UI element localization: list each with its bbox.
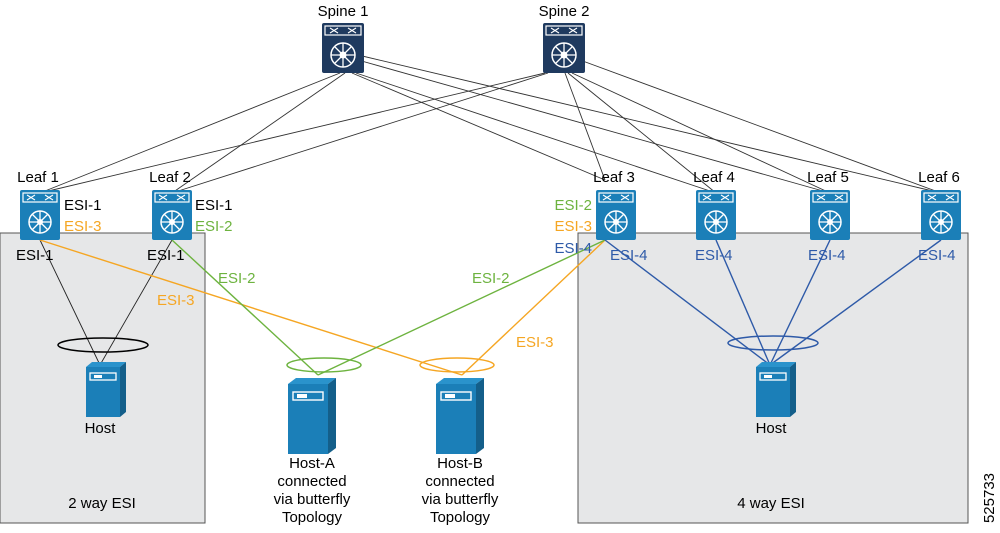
right-lag-ellipse bbox=[727, 335, 819, 351]
leaf3-esi-b: ESI-3 bbox=[554, 218, 592, 235]
figure-id: 525733 bbox=[981, 473, 998, 523]
panel-left-caption: 2 way ESI bbox=[68, 495, 136, 512]
spine-1-label: Spine 1 bbox=[318, 3, 369, 20]
right-host-label: Host bbox=[756, 420, 788, 437]
host-a-lag-ellipse bbox=[286, 357, 362, 373]
spine-2[interactable] bbox=[542, 22, 586, 74]
butterfly-links bbox=[39, 239, 606, 376]
leaf-4-label: Leaf 4 bbox=[693, 169, 735, 186]
link-esi3-right-label: ESI-3 bbox=[516, 334, 554, 351]
leaf-2-label: Leaf 2 bbox=[149, 169, 191, 186]
link-esi3-left-label: ESI-3 bbox=[157, 292, 195, 309]
leaf-6[interactable] bbox=[920, 189, 962, 241]
leaf1-esi-top: ESI-1 bbox=[64, 197, 102, 214]
leaf-2[interactable] bbox=[151, 189, 193, 241]
host-b-label-2: connected bbox=[425, 473, 494, 490]
left-host-links bbox=[39, 239, 173, 366]
leaf2-esi-mid: ESI-2 bbox=[195, 218, 233, 235]
leaf-5-label: Leaf 5 bbox=[807, 169, 849, 186]
host-b-lag-ellipse bbox=[419, 357, 495, 373]
spine-2-label: Spine 2 bbox=[539, 3, 590, 20]
left-host-label: Host bbox=[85, 420, 117, 437]
host-a[interactable] bbox=[287, 377, 337, 455]
spine-1[interactable] bbox=[321, 22, 365, 74]
host-a-label-4: Topology bbox=[282, 509, 343, 526]
leaf-5[interactable] bbox=[809, 189, 851, 241]
host-a-label-2: connected bbox=[277, 473, 346, 490]
left-lag-ellipse bbox=[57, 337, 149, 353]
leaf-3-label: Leaf 3 bbox=[593, 169, 635, 186]
link-esi2-left-label: ESI-2 bbox=[218, 270, 256, 287]
leaf-4[interactable] bbox=[695, 189, 737, 241]
leaf-1-label: Leaf 1 bbox=[17, 169, 59, 186]
left-host[interactable] bbox=[85, 361, 127, 418]
leaf1-esi-mid: ESI-3 bbox=[64, 218, 102, 235]
leaf6-esi-bottom: ESI-4 bbox=[918, 247, 956, 264]
host-a-label-1: Host-A bbox=[289, 455, 335, 472]
leaf1-esi-bottom: ESI-1 bbox=[16, 247, 54, 264]
leaf-1[interactable] bbox=[19, 189, 61, 241]
host-b-label-3: via butterfly bbox=[422, 491, 499, 508]
leaf4-esi-bottom: ESI-4 bbox=[695, 247, 733, 264]
host-a-label-3: via butterfly bbox=[274, 491, 351, 508]
leaf2-esi-top: ESI-1 bbox=[195, 197, 233, 214]
leaf2-esi-bottom: ESI-1 bbox=[147, 247, 185, 264]
right-host-links bbox=[604, 239, 942, 366]
leaf3-esi-a: ESI-2 bbox=[554, 197, 592, 214]
spine-leaf-links bbox=[39, 54, 942, 194]
link-esi2-right-label: ESI-2 bbox=[472, 270, 510, 287]
leaf5-esi-bottom: ESI-4 bbox=[808, 247, 846, 264]
leaf3-esi-bottom: ESI-4 bbox=[610, 247, 648, 264]
host-b[interactable] bbox=[435, 377, 485, 455]
leaf-3[interactable] bbox=[595, 189, 637, 241]
host-b-label-4: Topology bbox=[430, 509, 491, 526]
host-b-label-1: Host-B bbox=[437, 455, 483, 472]
right-host[interactable] bbox=[755, 361, 797, 418]
panel-right-caption: 4 way ESI bbox=[737, 495, 805, 512]
leaf-6-label: Leaf 6 bbox=[918, 169, 960, 186]
leaf3-esi-c: ESI-4 bbox=[554, 240, 592, 257]
